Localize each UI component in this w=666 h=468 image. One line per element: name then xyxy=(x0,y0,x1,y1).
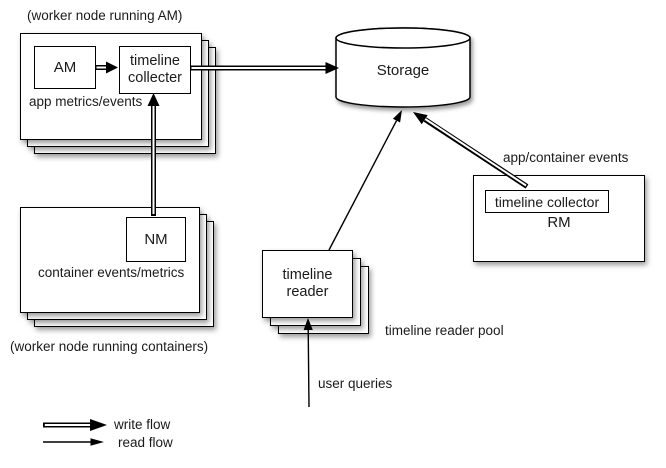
legend-write-label: write flow xyxy=(114,417,171,432)
nm-label: NM xyxy=(144,231,168,248)
legend-write-arrow xyxy=(43,419,107,431)
app-metrics-note: app metrics/events xyxy=(29,94,143,109)
timeline-reader-box: timeline reader xyxy=(262,250,353,318)
rm-label: RM xyxy=(547,214,571,231)
am-timeline-collector-box: timeline collecter xyxy=(119,46,191,94)
rm-timeline-collector-box: timeline collector xyxy=(485,190,609,213)
worker-am-caption: (worker node running AM) xyxy=(27,8,183,23)
legend-read-arrow xyxy=(43,438,104,446)
container-events-note: container events/metrics xyxy=(38,265,185,280)
legend-read-label: read flow xyxy=(118,435,173,450)
timeline-reader-group: timeline reader xyxy=(262,250,374,338)
worker-nm-group: NM container events/metrics xyxy=(20,207,220,329)
am-timeline-collector-label: timeline collecter xyxy=(128,52,182,86)
rm-box: timeline collector RM xyxy=(473,175,645,262)
user-queries-note: user queries xyxy=(318,376,393,391)
am-label: AM xyxy=(53,59,77,76)
timeline-reader-pool-note: timeline reader pool xyxy=(385,323,504,338)
timeline-reader-label: timeline reader xyxy=(282,266,333,300)
app-container-events-note: app/container events xyxy=(503,150,629,165)
worker-am-group: AM timeline collecter app metrics/events xyxy=(20,33,220,157)
rm-timeline-collector-label: timeline collector xyxy=(494,193,600,210)
worker-am-node-box: AM timeline collecter app metrics/events xyxy=(20,33,202,140)
worker-nm-node-box: NM container events/metrics xyxy=(20,207,200,313)
worker-nm-caption: (worker node running containers) xyxy=(10,339,209,354)
nm-box: NM xyxy=(126,217,186,262)
am-box: AM xyxy=(34,46,96,89)
read-arrow-reader-to-storage xyxy=(328,110,402,251)
storage-label: Storage xyxy=(376,62,430,79)
